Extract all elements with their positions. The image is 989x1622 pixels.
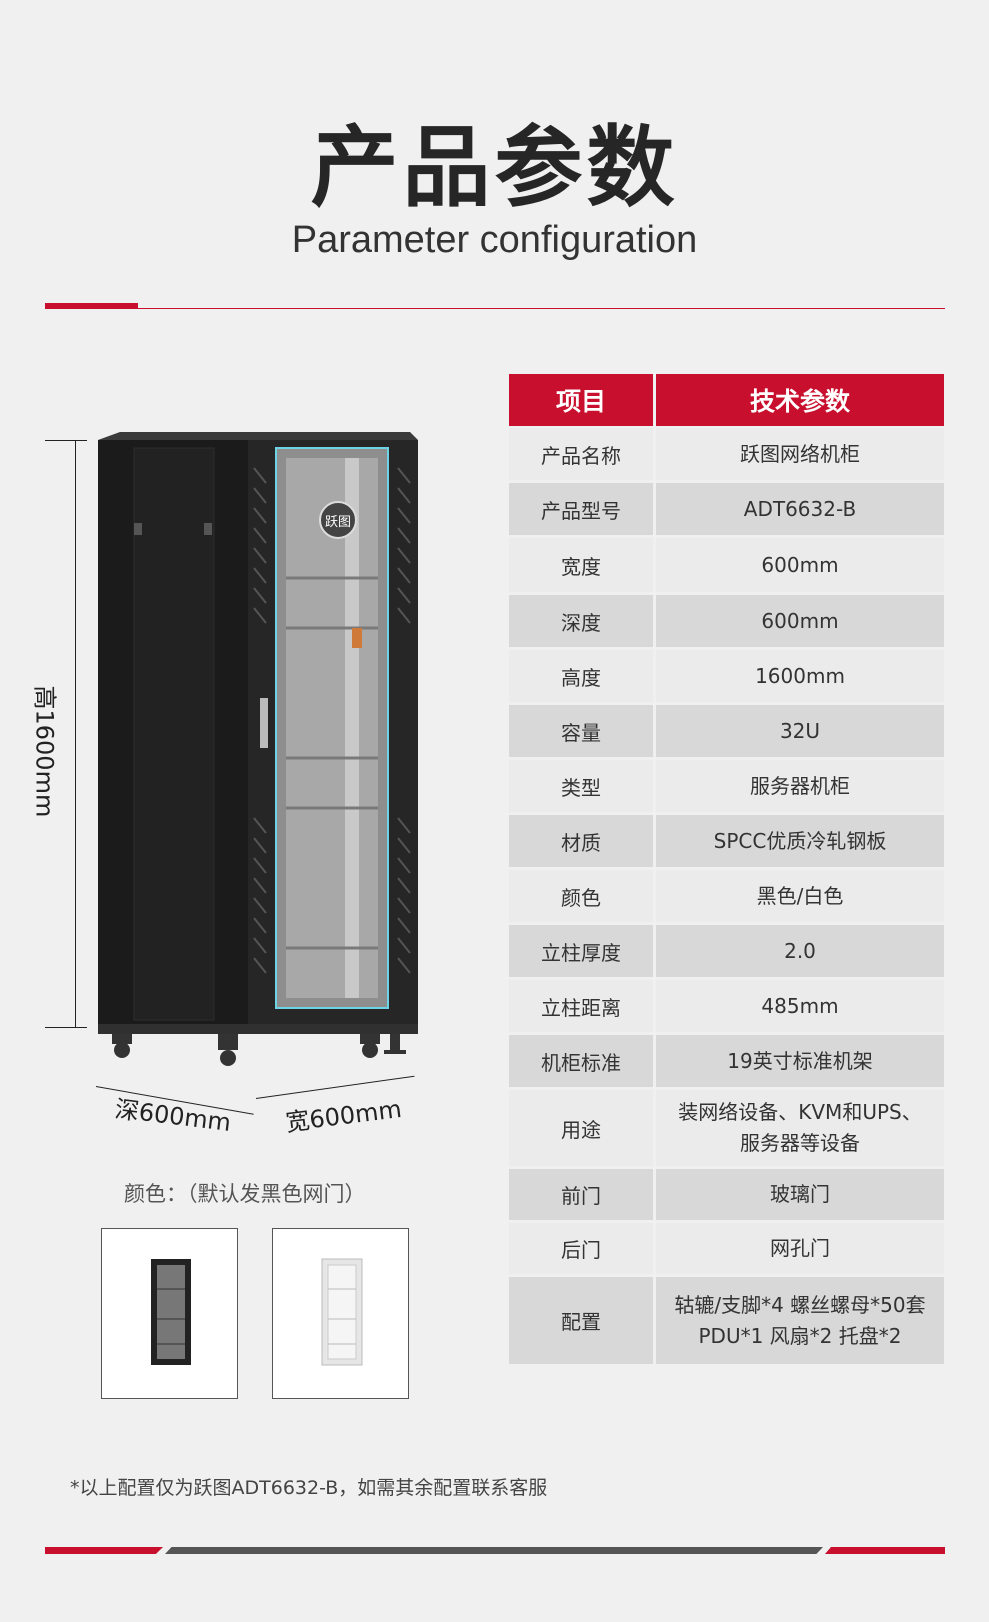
row-key: 颜色	[509, 870, 653, 922]
row-key: 高度	[509, 650, 653, 702]
table-row: 后门网孔门	[509, 1223, 944, 1274]
row-key: 后门	[509, 1223, 653, 1274]
table-header-spec: 技术参数	[656, 374, 944, 426]
width-label: 宽600mm	[284, 1094, 404, 1137]
row-key: 深度	[509, 595, 653, 647]
color-option-label: 颜色：（默认发黑色网门）	[124, 1182, 366, 1206]
row-value: 32U	[656, 705, 944, 757]
table-row: 类型服务器机柜	[509, 760, 944, 812]
footer-bar-center	[165, 1547, 823, 1554]
footer-note: *以上配置仅为跃图ADT6632-B，如需其余配置联系客服	[70, 1477, 548, 1499]
height-dimension-bottom	[45, 1027, 87, 1028]
page-title: 产品参数	[310, 116, 679, 219]
row-key: 前门	[509, 1169, 653, 1220]
row-value: 600mm	[656, 595, 944, 647]
row-key: 产品型号	[509, 483, 653, 535]
row-value: 网孔门	[656, 1223, 944, 1274]
row-value: 装网络设备、KVM和UPS、服务器等设备	[656, 1090, 944, 1166]
height-dimension-top	[45, 440, 87, 441]
brand-logo: 跃图	[325, 515, 351, 530]
row-key: 类型	[509, 760, 653, 812]
white-cabinet-thumbnail	[321, 1258, 363, 1366]
depth-label: 深600mm	[113, 1094, 233, 1137]
row-key: 宽度	[509, 538, 653, 592]
title-divider	[45, 308, 945, 309]
color-swatch-black[interactable]	[101, 1228, 238, 1399]
row-key: 材质	[509, 815, 653, 867]
row-value: 黑色/白色	[656, 870, 944, 922]
row-value: 跃图网络机柜	[656, 428, 944, 480]
row-value: 19英寸标准机架	[656, 1035, 944, 1087]
row-key: 配置	[509, 1277, 653, 1364]
row-key: 立柱厚度	[509, 925, 653, 977]
row-value-line: 服务器等设备	[740, 1131, 860, 1155]
table-row: 配置轱辘/支脚*4 螺丝螺母*50套 PDU*1 风扇*2 托盘*2	[509, 1277, 944, 1364]
title-divider-accent	[45, 303, 138, 309]
table-row: 产品名称跃图网络机柜	[509, 428, 944, 480]
row-value: 600mm	[656, 538, 944, 592]
black-cabinet-thumbnail	[151, 1259, 191, 1365]
row-key: 用途	[509, 1090, 653, 1166]
height-label: 高1600mm	[30, 685, 59, 818]
row-value: 轱辘/支脚*4 螺丝螺母*50套 PDU*1 风扇*2 托盘*2	[656, 1277, 944, 1364]
row-value: SPCC优质冷轧钢板	[656, 815, 944, 867]
cabinet-illustration: 跃图	[98, 432, 418, 1066]
row-value: 2.0	[656, 925, 944, 977]
row-value: 服务器机柜	[656, 760, 944, 812]
row-value: 1600mm	[656, 650, 944, 702]
color-swatch-white[interactable]	[272, 1228, 409, 1399]
table-row: 前门玻璃门	[509, 1169, 944, 1220]
row-key: 机柜标准	[509, 1035, 653, 1087]
footer-bar-left	[45, 1547, 163, 1554]
row-value-line: 轱辘/支脚*4 螺丝螺母*50套	[674, 1292, 926, 1317]
page-subtitle: Parameter configuration	[291, 219, 698, 261]
row-value: 485mm	[656, 980, 944, 1032]
row-value: ADT6632-B	[656, 483, 944, 535]
footer-bar-right	[825, 1547, 945, 1554]
table-row: 颜色黑色/白色	[509, 870, 944, 922]
row-key: 产品名称	[509, 428, 653, 480]
row-value: 玻璃门	[656, 1169, 944, 1220]
row-key: 容量	[509, 705, 653, 757]
row-value-line: PDU*1 风扇*2 托盘*2	[698, 1323, 902, 1348]
table-row: 用途装网络设备、KVM和UPS、服务器等设备	[509, 1090, 944, 1166]
row-value-line: 装网络设备、KVM和UPS、	[678, 1100, 922, 1124]
height-dimension-line	[75, 440, 76, 1027]
table-header-item: 项目	[509, 374, 653, 426]
row-key: 立柱距离	[509, 980, 653, 1032]
